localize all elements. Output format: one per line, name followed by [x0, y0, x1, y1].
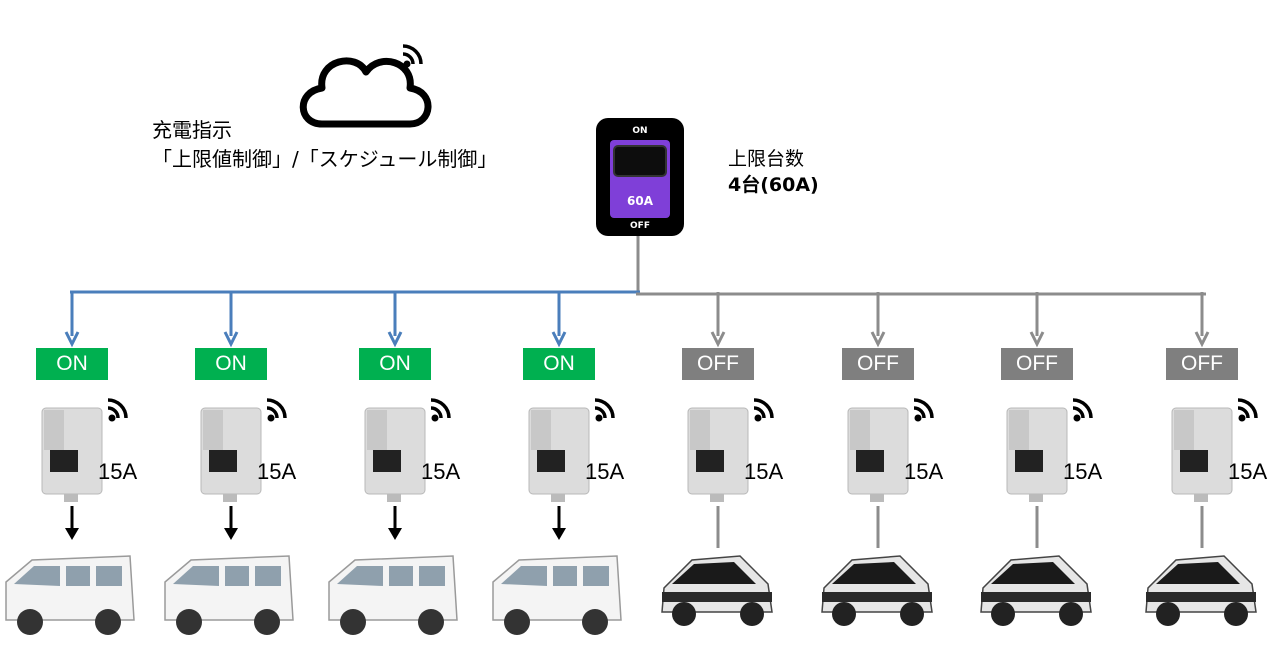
status-badge: ON	[195, 348, 267, 380]
charger-amp-label: 15A	[1228, 459, 1268, 484]
charger-amp-label: 15A	[585, 459, 625, 484]
status-badge: ON	[36, 348, 108, 380]
charging-connector	[65, 506, 79, 540]
charger-signal-icon	[753, 398, 774, 422]
charging-connector	[224, 506, 238, 540]
charger-amp-label: 15A	[904, 459, 944, 484]
ev-car-icon	[1145, 555, 1257, 626]
branch-line	[1029, 292, 1045, 348]
charger-signal-icon	[594, 398, 615, 422]
charger-signal-icon	[1072, 398, 1093, 422]
limit-value: 4台(60A)	[728, 174, 819, 196]
branch-line	[551, 292, 567, 348]
branch-line	[1194, 292, 1210, 348]
van-icon	[5, 555, 135, 635]
breaker-on-label: ON	[632, 126, 648, 136]
branch-line	[870, 292, 886, 348]
ev-car-icon	[821, 555, 933, 626]
status-badge: ON	[523, 348, 595, 380]
charger-unit-icon	[1171, 407, 1233, 502]
cloud-signal-icon	[402, 44, 423, 68]
ev-car-icon	[980, 555, 1092, 626]
charger-unit-icon	[41, 407, 103, 502]
branch-line	[710, 292, 726, 348]
charging-connector	[552, 506, 566, 540]
status-badge: OFF	[1001, 348, 1073, 380]
ev-car-icon	[661, 555, 773, 626]
charger-unit-icon	[687, 407, 749, 502]
branch-line	[223, 292, 239, 348]
charger-amp-label: 15A	[1063, 459, 1103, 484]
charging-connector	[388, 506, 402, 540]
van-icon	[492, 555, 622, 635]
limit-info: 上限台数 4台(60A)	[728, 146, 819, 198]
charger-unit-icon	[528, 407, 590, 502]
cloud-icon	[299, 57, 432, 128]
status-badge: OFF	[682, 348, 754, 380]
van-icon	[328, 555, 458, 635]
charger-unit-icon	[847, 407, 909, 502]
status-badge: OFF	[1166, 348, 1238, 380]
van-icon	[164, 555, 294, 635]
charger-signal-icon	[1237, 398, 1258, 422]
status-badge: ON	[359, 348, 431, 380]
charger-signal-icon	[107, 398, 128, 422]
charger-unit-icon	[200, 407, 262, 502]
charger-unit-icon	[1006, 407, 1068, 502]
instruction-line1: 充電指示	[152, 118, 232, 142]
instruction-line2: 「上限値制御」/「スケジュール制御」	[152, 147, 498, 171]
charger-amp-label: 15A	[421, 459, 461, 484]
breaker-rating: 60A	[627, 194, 653, 208]
status-badge: OFF	[842, 348, 914, 380]
branch-line	[387, 292, 403, 348]
charge-instruction: 充電指示 「上限値制御」/「スケジュール制御」	[152, 116, 497, 174]
charger-signal-icon	[913, 398, 934, 422]
charger-signal-icon	[266, 398, 287, 422]
branch-line	[64, 292, 80, 348]
limit-title: 上限台数	[728, 148, 805, 170]
charger-signal-icon	[430, 398, 451, 422]
charger-amp-label: 15A	[744, 459, 784, 484]
charger-unit-icon	[364, 407, 426, 502]
breaker-off-label: OFF	[630, 221, 650, 231]
charger-amp-label: 15A	[98, 459, 138, 484]
main-breaker-icon	[596, 118, 684, 236]
charger-amp-label: 15A	[257, 459, 297, 484]
